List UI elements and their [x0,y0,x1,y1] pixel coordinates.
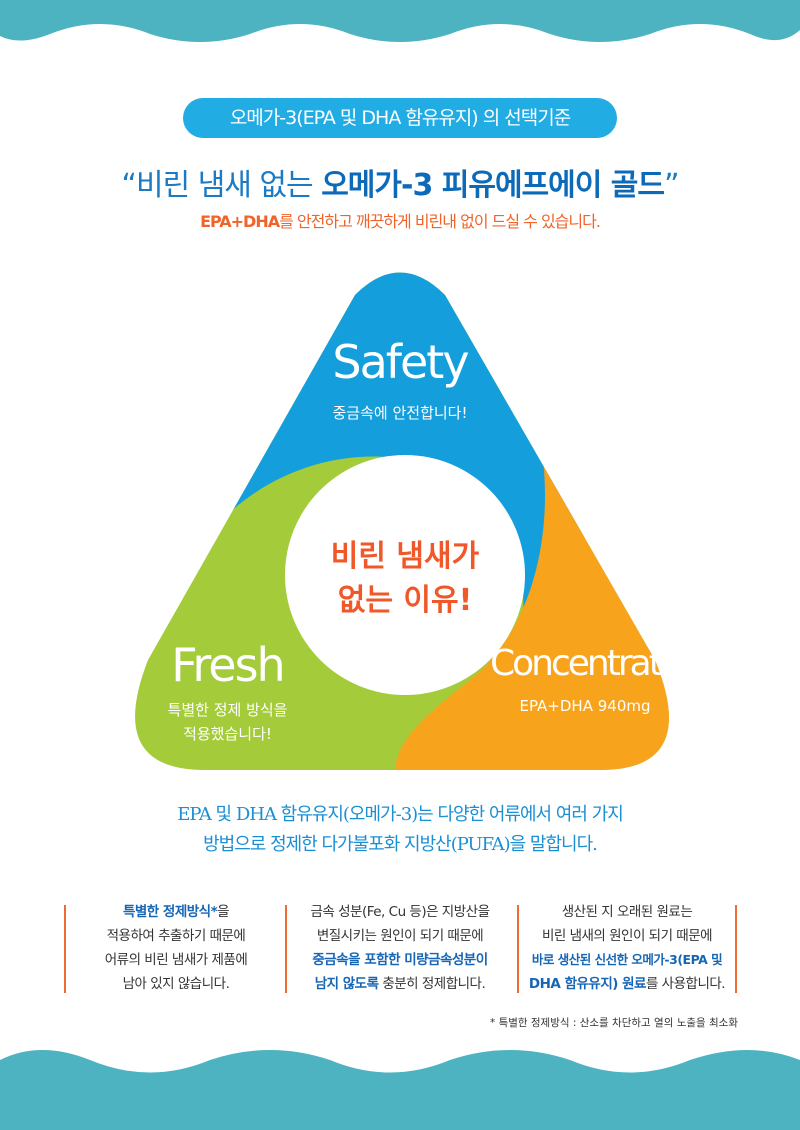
divider [64,905,66,993]
divider [517,905,519,993]
divider [735,905,737,993]
bottom-wave-decoration [0,1050,800,1130]
concentration-title: Concentration [490,643,709,684]
fresh-title: Fresh [171,638,285,692]
top-wave-decoration [0,0,800,42]
footnote: * 특별한 정제방식 : 산소를 차단하고 열의 노출을 최소화 [489,1017,738,1029]
subheadline: EPA+DHA를 안전하고 깨끗하게 비린내 없이 드실 수 있습니다. [200,212,601,231]
criteria-pill: 오메가-3(EPA 및 DHA 함유유지) 의 선택기준 [183,98,617,138]
safety-desc: 중금속에 안전합니다! [332,404,468,422]
center-circle [285,455,525,695]
concentration-desc: EPA+DHA 940mg [519,697,651,715]
headline: “비린 냄새 없는 오메가-3 피유에프에이 골드” [121,168,679,203]
safety-title: Safety [332,335,469,389]
divider [285,905,287,993]
